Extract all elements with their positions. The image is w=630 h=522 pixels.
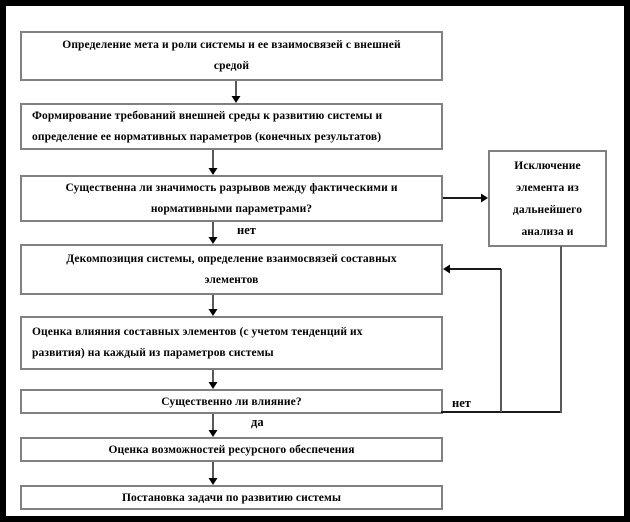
flow-box-text-line: Исключение [514,159,581,172]
flow-box-text-line: Существенна ли значимость разрывов между… [65,181,398,194]
flow-box-text-line: дальнейшего [512,203,583,216]
flow-box-system-decomposition: Декомпозиция системы, определение взаимо… [20,244,443,295]
flow-box-element-influence-assessment: Оценка влияния составных элементов (с уч… [20,316,443,370]
flow-box-text-line: элемента из [516,181,579,194]
flow-box-influence-decision: Существенно ли влияние? [20,389,443,414]
flow-box-text-line: анализа и [521,225,574,238]
flow-box-form-environment-requirements: Формирование требований внешней среды к … [20,103,443,150]
flow-box-gap-significance-decision: Существенна ли значимость разрывов между… [20,175,443,222]
flow-box-text-line: Постановка задачи по развитию системы [121,491,342,504]
edge-label-no: нет [452,396,471,410]
arrow-gap-to-decomposition [208,222,218,244]
flow-box-text-line: Определение мета и роли системы и ее вза… [62,39,401,51]
flow-box-text-line: нормативными параметрами? [150,202,313,215]
flow-box-text-line: Существенно ли влияние? [161,395,302,408]
arrow-form-to-gap [208,150,218,175]
flow-box-define-place-and-role: Определение мета и роли системы и ее вза… [20,31,443,81]
arrow-gap-to-exclusion [443,193,488,203]
flow-box-text-line: Формирование требований внешней среды к … [32,109,383,122]
flow-box-text-line: средой [213,60,250,72]
edge-label-yes: да [251,415,264,429]
arrow-assessment-to-influence [208,370,218,389]
flow-box-text-line: элементов [204,273,259,286]
arrow-decomposition-to-assessment [208,295,218,316]
flow-box-exclude-element: Исключение элемента из дальнейшего анали… [488,150,607,247]
arrow-define-to-form [231,81,241,103]
flow-box-text-line: Оценка возможностей ресурсного обеспечен… [108,443,355,456]
arrow-influence-to-resource [208,414,218,437]
arrow-resource-to-task [208,462,218,485]
flow-box-text-line: Декомпозиция системы, определение взаимо… [66,252,397,265]
flow-box-task-statement: Постановка задачи по развитию системы [20,485,443,510]
flow-box-text-line: Оценка влияния составных элементов (с уч… [32,326,363,338]
edge-label-no: нет [237,223,256,237]
feedback-loop-lines [441,246,562,413]
flow-box-text-line: развития) на каждый из параметров систем… [32,347,274,359]
flow-box-text-line: определение ее нормативных параметров (к… [32,130,382,143]
flow-box-resource-capability-assessment: Оценка возможностей ресурсного обеспечен… [20,437,443,462]
